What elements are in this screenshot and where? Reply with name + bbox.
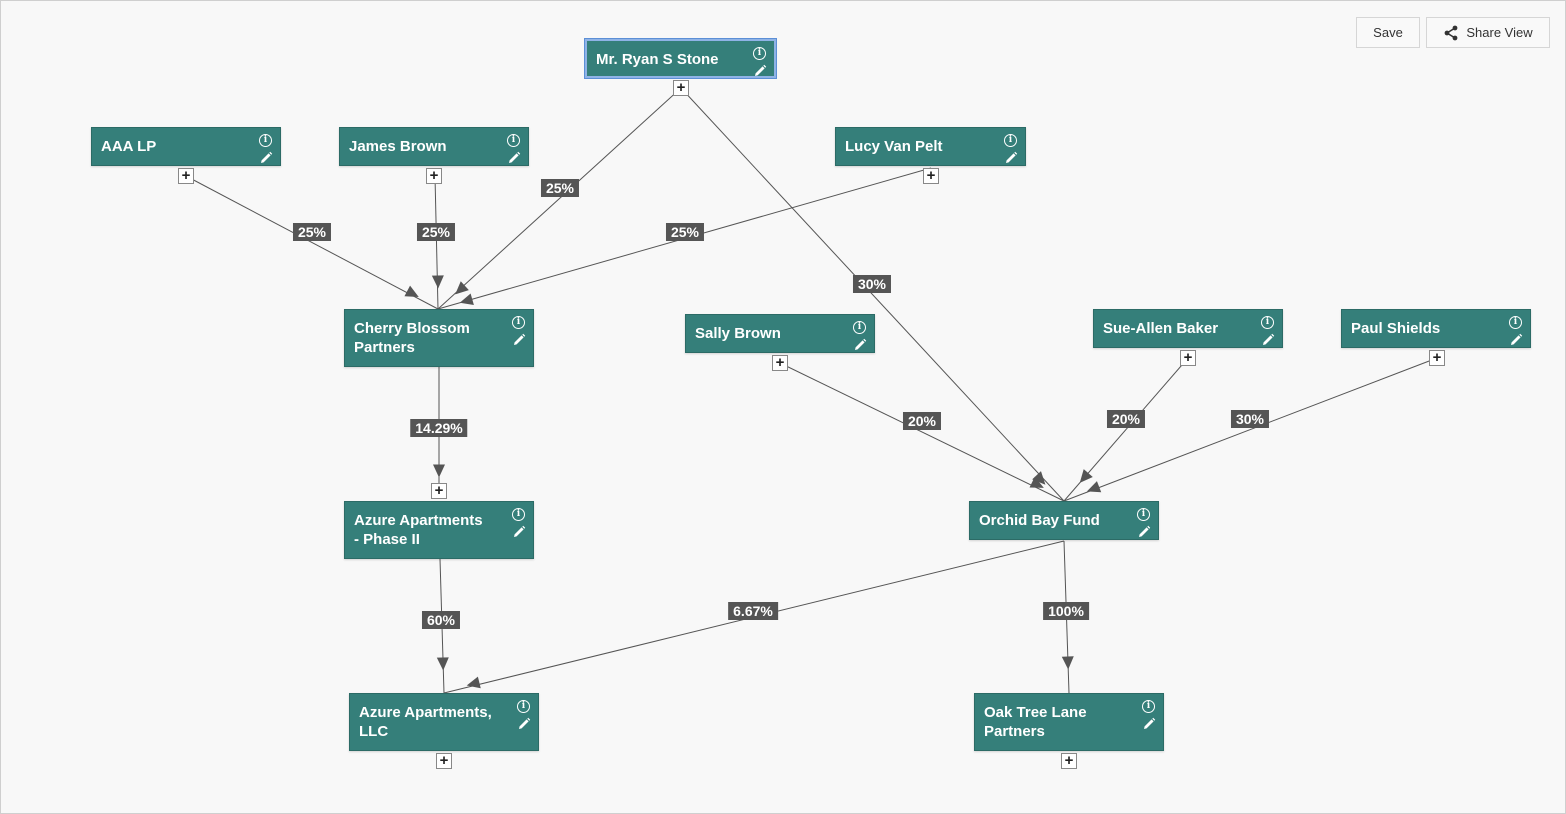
entity-node-azure2[interactable]: Azure Apartments - Phase II i [344, 501, 534, 559]
pencil-icon[interactable] [1004, 151, 1018, 165]
entity-node-paul[interactable]: Paul Shields i [1341, 309, 1531, 348]
info-icon[interactable]: i [1137, 508, 1150, 521]
entity-node-label: Mr. Ryan S Stone [596, 51, 719, 68]
expand-button-sue[interactable]: + [1180, 350, 1196, 366]
edge-label-azure2-to-azurellc[interactable]: 60% [421, 611, 461, 629]
edge-ryan-to-orchid[interactable] [680, 87, 1065, 502]
edge-arrowhead-ryan-to-orchid [1032, 471, 1046, 485]
entity-node-cherry[interactable]: Cherry Blossom Partners i [344, 309, 534, 367]
edge-label-cherry-to-azure2[interactable]: 14.29% [410, 419, 468, 437]
expand-button-ryan[interactable]: + [673, 80, 689, 96]
edge-label-aaa-to-cherry[interactable]: 25% [292, 223, 332, 241]
edge-arrowhead-lucy-to-cherry [459, 293, 474, 305]
edge-arrowhead-orchid-to-oak [1061, 656, 1074, 670]
info-icon[interactable]: i [517, 700, 530, 713]
edge-label-ryan-to-orchid[interactable]: 30% [852, 275, 892, 293]
entity-node-label: Sally Brown [695, 325, 781, 342]
info-icon[interactable]: i [853, 321, 866, 334]
pencil-icon[interactable] [1261, 333, 1275, 347]
entity-node-azurellc[interactable]: Azure Apartments, LLC i [349, 693, 539, 751]
edge-sally-to-orchid[interactable] [779, 362, 1065, 502]
pencil-icon[interactable] [512, 525, 526, 539]
info-icon[interactable]: i [1509, 316, 1522, 329]
entity-node-oak[interactable]: Oak Tree Lane Partners i [974, 693, 1164, 751]
entity-node-james[interactable]: James Brown i [339, 127, 529, 166]
expand-button-lucy[interactable]: + [923, 168, 939, 184]
pencil-icon[interactable] [1137, 525, 1151, 539]
edge-ryan-to-cherry[interactable] [437, 87, 682, 310]
info-icon[interactable]: i [512, 316, 525, 329]
expand-button-aaa[interactable]: + [178, 168, 194, 184]
entity-node-label: Orchid Bay Fund [979, 512, 1100, 529]
edge-arrowhead-ryan-to-cherry [455, 281, 469, 295]
info-icon[interactable]: i [753, 47, 766, 60]
edge-arrowhead-cherry-to-azure2 [433, 464, 445, 478]
entity-node-lucy[interactable]: Lucy Van Pelt i [835, 127, 1026, 166]
edge-label-orchid-to-azurellc[interactable]: 6.67% [728, 602, 778, 620]
edge-arrowhead-azure2-to-azurellc [436, 657, 449, 671]
pencil-icon[interactable] [512, 333, 526, 347]
pencil-icon[interactable] [517, 717, 531, 731]
edge-aaa-to-cherry[interactable] [185, 175, 439, 310]
entity-node-aaa[interactable]: AAA LP i [91, 127, 281, 166]
entity-node-label: Cherry Blossom Partners [354, 320, 470, 356]
pencil-icon[interactable] [853, 338, 867, 352]
entity-node-label: Lucy Van Pelt [845, 138, 943, 155]
entity-node-label: Sue-Allen Baker [1103, 320, 1219, 337]
info-icon[interactable]: i [1142, 700, 1155, 713]
pencil-icon[interactable] [1142, 717, 1156, 731]
expand-parents-button-azure2[interactable]: + [431, 483, 447, 499]
share-icon [1444, 25, 1458, 40]
entity-node-label: Azure Apartments, LLC [359, 704, 492, 740]
expand-button-paul[interactable]: + [1429, 350, 1445, 366]
expand-button-oak[interactable]: + [1061, 753, 1077, 769]
edge-label-sue-to-orchid[interactable]: 20% [1106, 410, 1146, 428]
edge-arrowhead-paul-to-orchid [1086, 481, 1102, 493]
expand-button-sally[interactable]: + [772, 355, 788, 371]
edge-arrowhead-orchid-to-azurellc [466, 676, 481, 689]
entity-node-orchid[interactable]: Orchid Bay Fund i [969, 501, 1159, 540]
info-icon[interactable]: i [1261, 316, 1274, 329]
edge-arrowhead-sally-to-orchid [1029, 476, 1044, 488]
edge-label-lucy-to-cherry[interactable]: 25% [665, 223, 705, 241]
edge-arrowhead-james-to-cherry [431, 275, 444, 289]
entity-node-label: James Brown [349, 138, 447, 155]
edge-label-orchid-to-oak[interactable]: 100% [1043, 602, 1089, 620]
info-icon[interactable]: i [507, 134, 520, 147]
save-button-label: Save [1373, 25, 1403, 40]
pencil-icon[interactable] [507, 151, 521, 165]
entity-node-sally[interactable]: Sally Brown i [685, 314, 875, 353]
edge-label-ryan-to-cherry[interactable]: 25% [540, 179, 580, 197]
edge-label-paul-to-orchid[interactable]: 30% [1230, 410, 1270, 428]
entity-node-label: Azure Apartments - Phase II [354, 512, 483, 548]
edge-paul-to-orchid[interactable] [1063, 357, 1438, 502]
pencil-icon[interactable] [1509, 333, 1523, 347]
expand-button-james[interactable]: + [426, 168, 442, 184]
edge-james-to-cherry[interactable] [434, 175, 439, 310]
info-icon[interactable]: i [1004, 134, 1017, 147]
entity-node-label: Paul Shields [1351, 320, 1441, 337]
pencil-icon[interactable] [259, 151, 273, 165]
pencil-icon[interactable] [753, 64, 767, 78]
edge-arrowhead-sue-to-orchid [1079, 469, 1093, 483]
edge-label-sally-to-orchid[interactable]: 20% [902, 412, 942, 430]
info-icon[interactable]: i [259, 134, 272, 147]
save-button[interactable]: Save [1356, 17, 1420, 48]
share-view-button[interactable]: Share View [1426, 17, 1550, 48]
edge-label-james-to-cherry[interactable]: 25% [416, 223, 456, 241]
share-view-label: Share View [1466, 25, 1533, 40]
info-icon[interactable]: i [512, 508, 525, 521]
entity-node-label: AAA LP [101, 138, 157, 155]
edge-arrowhead-aaa-to-cherry [404, 285, 419, 298]
expand-button-azurellc[interactable]: + [436, 753, 452, 769]
entity-node-label: Oak Tree Lane Partners [984, 704, 1087, 740]
entity-node-sue[interactable]: Sue-Allen Baker i [1093, 309, 1283, 348]
entity-node-ryan[interactable]: Mr. Ryan S Stone i [585, 39, 776, 78]
